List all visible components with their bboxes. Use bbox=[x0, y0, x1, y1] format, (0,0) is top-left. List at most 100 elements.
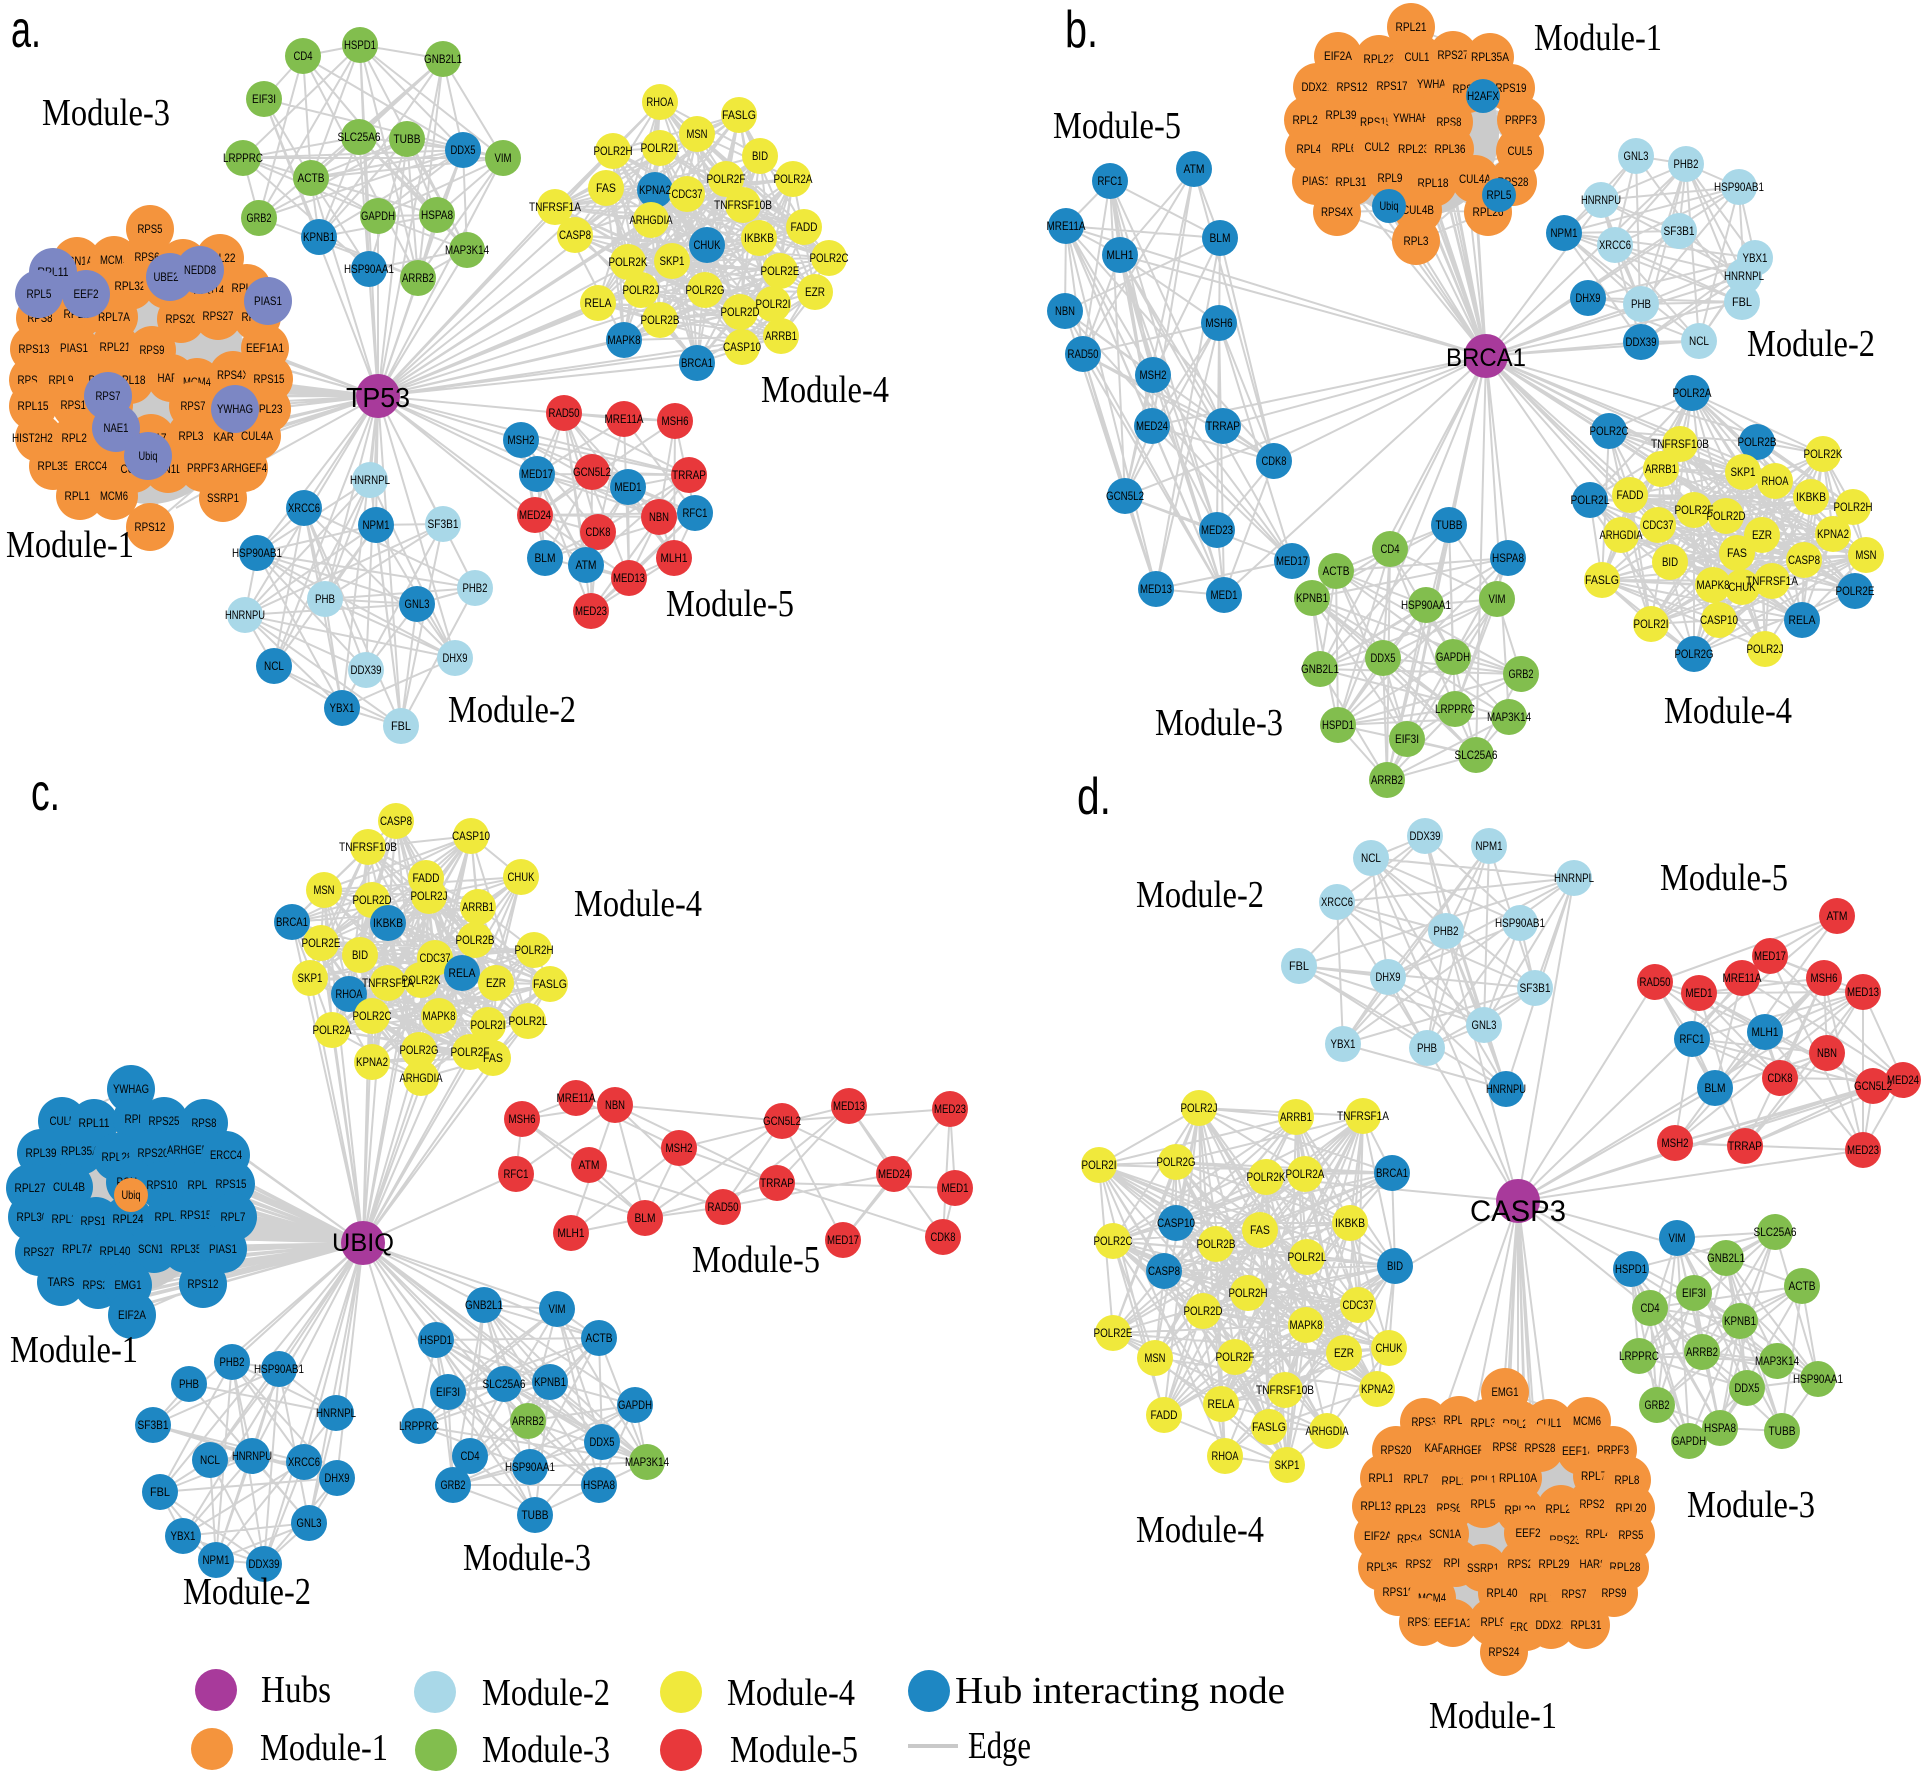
svg-text:BLM: BLM bbox=[635, 1211, 656, 1225]
svg-text:HARS: HARS bbox=[1580, 1557, 1607, 1571]
svg-text:HIST2H2BE: HIST2H2BE bbox=[12, 431, 66, 445]
svg-text:RPL35A: RPL35A bbox=[1471, 50, 1509, 64]
svg-text:DDX39: DDX39 bbox=[351, 663, 382, 677]
svg-text:RPS27: RPS27 bbox=[1406, 1557, 1437, 1571]
svg-text:HSPA8: HSPA8 bbox=[1704, 1421, 1736, 1435]
svg-text:RPS7: RPS7 bbox=[96, 389, 121, 403]
svg-text:FAS: FAS bbox=[1250, 1223, 1270, 1237]
svg-text:PRPF3: PRPF3 bbox=[1505, 113, 1537, 127]
svg-text:RPL11: RPL11 bbox=[79, 1116, 110, 1130]
svg-text:GRB2: GRB2 bbox=[1509, 667, 1534, 681]
svg-text:Module-2: Module-2 bbox=[482, 1672, 610, 1714]
svg-text:MRE11A: MRE11A bbox=[605, 412, 644, 426]
svg-text:MED1: MED1 bbox=[615, 480, 642, 494]
svg-text:POLR2B: POLR2B bbox=[1738, 435, 1777, 449]
svg-text:RPS9: RPS9 bbox=[1602, 1586, 1627, 1600]
svg-text:RPS25: RPS25 bbox=[149, 1114, 180, 1128]
svg-text:CUL2: CUL2 bbox=[1365, 140, 1390, 154]
svg-text:YBX1: YBX1 bbox=[1743, 251, 1768, 265]
svg-text:Module-4: Module-4 bbox=[1664, 690, 1792, 732]
svg-text:ARHGDIA: ARHGDIA bbox=[400, 1071, 443, 1085]
svg-text:HSP90AB1: HSP90AB1 bbox=[232, 546, 282, 560]
svg-text:GNL3: GNL3 bbox=[1472, 1018, 1497, 1032]
svg-text:RPL12: RPL12 bbox=[1369, 1471, 1400, 1485]
svg-text:NCL: NCL bbox=[1361, 851, 1381, 865]
svg-text:RPS7: RPS7 bbox=[181, 399, 206, 413]
svg-text:Ubiq: Ubiq bbox=[122, 1188, 141, 1202]
svg-text:KPNB1: KPNB1 bbox=[534, 1375, 566, 1389]
svg-text:Edge: Edge bbox=[968, 1725, 1031, 1767]
svg-text:POLR2C: POLR2C bbox=[1590, 424, 1629, 438]
svg-text:YWHAG: YWHAG bbox=[1417, 77, 1453, 91]
svg-text:MSN: MSN bbox=[687, 127, 708, 141]
svg-text:DDX21: DDX21 bbox=[1302, 80, 1333, 94]
svg-text:PIAS1: PIAS1 bbox=[60, 341, 88, 355]
svg-text:TUBB: TUBB bbox=[394, 132, 421, 146]
svg-text:RPL30: RPL30 bbox=[17, 1210, 48, 1224]
svg-text:HNRNPL: HNRNPL bbox=[1724, 269, 1764, 283]
svg-text:DDX5: DDX5 bbox=[590, 1435, 615, 1449]
svg-text:RPL3: RPL3 bbox=[1404, 234, 1429, 248]
svg-text:POLR2F: POLR2F bbox=[1216, 1350, 1255, 1364]
svg-text:RPS8: RPS8 bbox=[1493, 1440, 1518, 1454]
svg-text:SCN1A: SCN1A bbox=[1429, 1527, 1461, 1541]
svg-text:PHB: PHB bbox=[179, 1377, 199, 1391]
svg-text:TARS: TARS bbox=[48, 1275, 75, 1289]
svg-text:Module-4: Module-4 bbox=[727, 1672, 855, 1714]
svg-text:NAE1: NAE1 bbox=[104, 421, 129, 435]
svg-text:RPL35: RPL35 bbox=[38, 459, 69, 473]
svg-text:TNFRSF1A: TNFRSF1A bbox=[1337, 1109, 1389, 1123]
svg-text:CUL4B: CUL4B bbox=[1402, 203, 1434, 217]
svg-text:MED13: MED13 bbox=[1140, 582, 1172, 596]
svg-text:YWHAG: YWHAG bbox=[217, 402, 253, 416]
svg-text:FADD: FADD bbox=[413, 871, 440, 885]
svg-text:ARHGEF4: ARHGEF4 bbox=[221, 461, 267, 475]
svg-text:ARHGEF4: ARHGEF4 bbox=[167, 1143, 213, 1157]
svg-text:RPS20: RPS20 bbox=[166, 312, 197, 326]
svg-text:RPS5: RPS5 bbox=[1619, 1528, 1644, 1542]
svg-text:NPM1: NPM1 bbox=[363, 518, 390, 532]
svg-text:POLR2A: POLR2A bbox=[313, 1023, 352, 1037]
svg-text:KPNA2: KPNA2 bbox=[1361, 1382, 1393, 1396]
svg-text:MSH6: MSH6 bbox=[1811, 971, 1838, 985]
svg-text:CASP10: CASP10 bbox=[1700, 613, 1738, 627]
svg-text:Module-3: Module-3 bbox=[482, 1729, 610, 1771]
svg-text:POLR2A: POLR2A bbox=[1673, 386, 1712, 400]
svg-text:EEF1A1: EEF1A1 bbox=[246, 341, 284, 355]
svg-text:GCN5L2: GCN5L2 bbox=[763, 1114, 801, 1128]
svg-text:Hub interacting node: Hub interacting node bbox=[955, 1670, 1285, 1712]
svg-text:RPS13: RPS13 bbox=[19, 342, 50, 356]
svg-text:POLR2I: POLR2I bbox=[1634, 617, 1669, 631]
svg-text:FAS: FAS bbox=[483, 1051, 503, 1065]
svg-text:RPL9: RPL9 bbox=[1481, 1615, 1506, 1629]
svg-text:GNL3: GNL3 bbox=[297, 1516, 322, 1530]
svg-text:SLC25A6: SLC25A6 bbox=[338, 130, 381, 144]
svg-text:DDX5: DDX5 bbox=[451, 143, 476, 157]
svg-text:RPL40: RPL40 bbox=[100, 1244, 131, 1258]
svg-text:EIF3I: EIF3I bbox=[252, 92, 276, 106]
svg-text:a.: a. bbox=[11, 1, 41, 59]
svg-text:MAPK8: MAPK8 bbox=[423, 1009, 456, 1023]
svg-text:Module-5: Module-5 bbox=[1053, 105, 1181, 147]
svg-text:HSPA8: HSPA8 bbox=[583, 1478, 615, 1492]
svg-text:IKBKB: IKBKB bbox=[744, 231, 774, 245]
svg-text:FASLG: FASLG bbox=[1252, 1420, 1286, 1434]
svg-text:RPL21: RPL21 bbox=[100, 340, 131, 354]
svg-text:RPL23A: RPL23A bbox=[1395, 1502, 1433, 1516]
svg-text:RPS27: RPS27 bbox=[24, 1245, 55, 1259]
svg-text:PHB2: PHB2 bbox=[1674, 157, 1699, 171]
svg-text:GCN5L2: GCN5L2 bbox=[573, 465, 611, 479]
svg-text:RPS15A: RPS15A bbox=[180, 1208, 218, 1222]
svg-text:CDK8: CDK8 bbox=[586, 525, 611, 539]
svg-text:SKP1: SKP1 bbox=[1275, 1458, 1300, 1472]
svg-text:ERCC4: ERCC4 bbox=[210, 1148, 242, 1162]
svg-text:LRPPRC: LRPPRC bbox=[223, 151, 263, 165]
svg-text:RPS8: RPS8 bbox=[192, 1116, 217, 1130]
svg-text:EIF3I: EIF3I bbox=[1395, 732, 1419, 746]
svg-text:HNRNPU: HNRNPU bbox=[1581, 193, 1621, 207]
svg-text:POLR2K: POLR2K bbox=[609, 255, 648, 269]
svg-text:MSH2: MSH2 bbox=[1140, 368, 1167, 382]
svg-text:DHX9: DHX9 bbox=[443, 651, 468, 665]
svg-text:GAPDH: GAPDH bbox=[1436, 650, 1470, 664]
svg-text:RPL31: RPL31 bbox=[1336, 175, 1367, 189]
